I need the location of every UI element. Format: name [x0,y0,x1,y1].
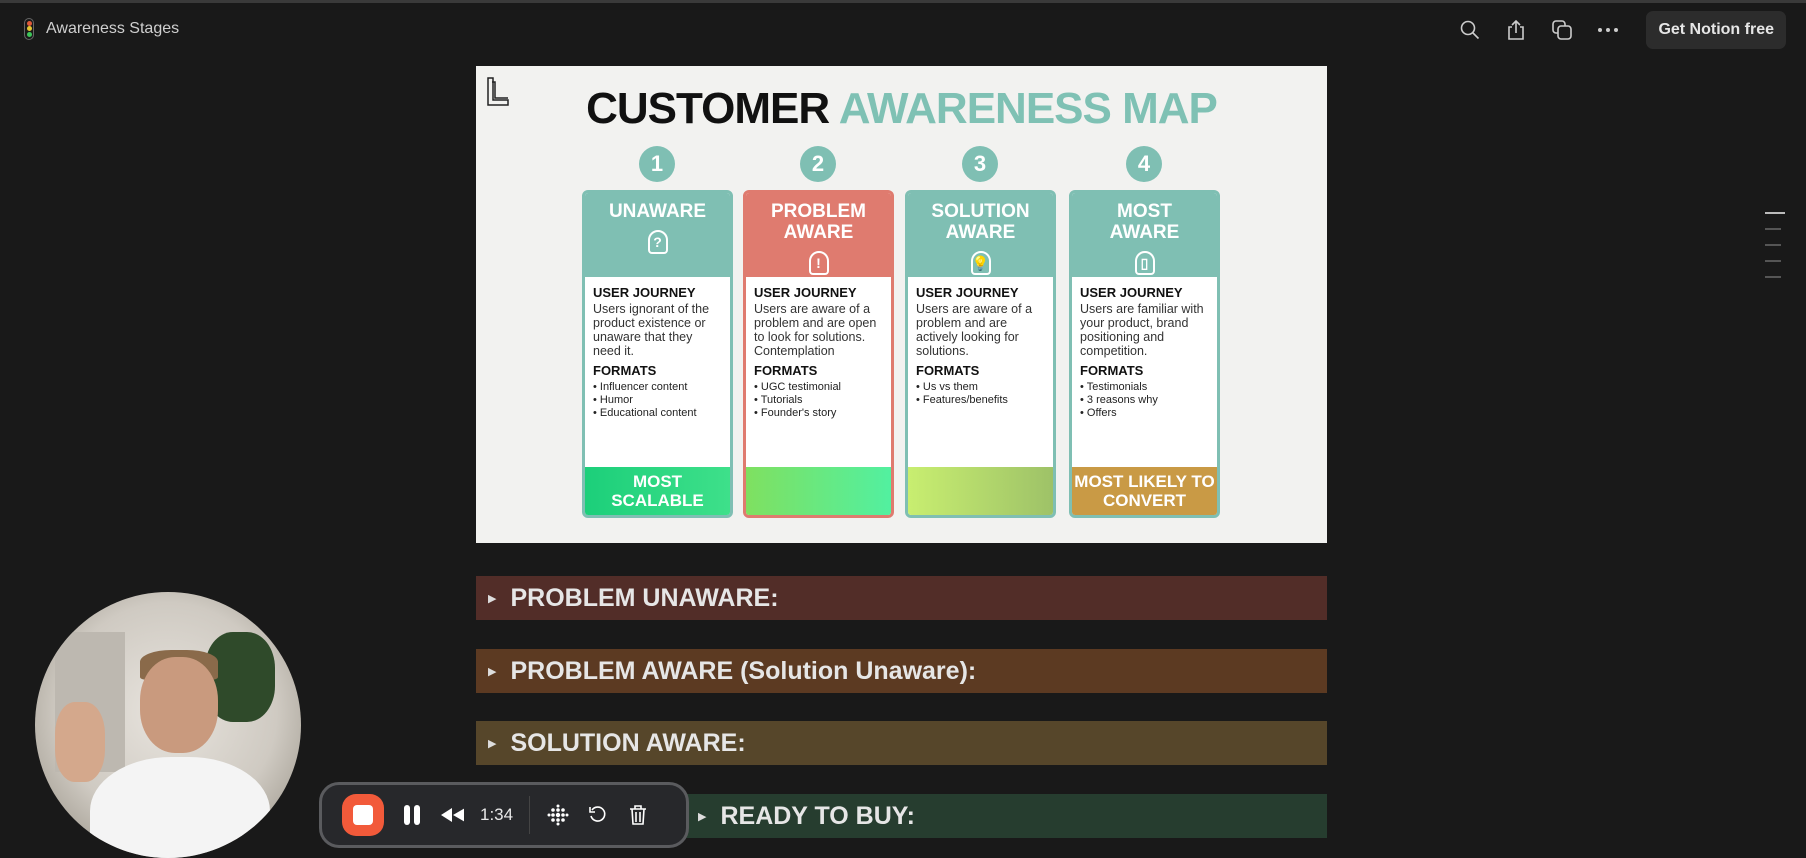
stage-header: UNAWARE ? [585,193,730,277]
top-bar: Awareness Stages Get Notion free [0,3,1806,55]
stage-footer: MOST SCALABLE [585,467,730,515]
stage-number: 1 [639,146,675,182]
stage-card: MOST AWARE ▯ USER JOURNEY Users are fami… [1069,190,1220,518]
trash-icon[interactable] [626,803,650,827]
stage-number: 3 [962,146,998,182]
stage-number: 2 [800,146,836,182]
journey-text: Users are aware of a problem and are ope… [754,302,877,358]
stage-icon: ! [808,251,829,275]
rewind-icon[interactable] [440,803,464,827]
toggle-triangle-icon[interactable]: ▶ [488,592,497,605]
get-notion-free-button[interactable]: Get Notion free [1646,11,1786,49]
journey-label: USER JOURNEY [593,285,696,300]
stage-footer: MOST LIKELY TO CONVERT [1072,467,1217,515]
format-item: Tutorials [754,394,884,407]
journey-text: Users are aware of a problem and are act… [916,302,1033,358]
webcam-overlay [35,592,301,858]
stage-number: 4 [1126,146,1162,182]
formats-label: FORMATS [754,363,818,378]
map-title: CUSTOMER AWARENESS MAP [476,84,1327,134]
toggle-block[interactable]: ▶ SOLUTION AWARE: [476,721,1327,765]
journey-label: USER JOURNEY [916,285,1019,300]
toggle-heading: READY TO BUY: [720,801,915,830]
stage-card: SOLUTION AWARE 💡 USER JOURNEY Users are … [905,190,1056,518]
stage-header: PROBLEM AWARE ! [746,193,891,277]
toggle-triangle-icon[interactable]: ▶ [488,737,497,750]
search-icon[interactable] [1458,18,1482,42]
share-icon[interactable] [1504,18,1528,42]
restart-icon[interactable] [586,803,610,827]
page-title: Awareness Stages [46,20,180,37]
stage-footer [908,467,1053,515]
divider [529,796,531,834]
stage-icon: ? [647,230,668,254]
duplicate-icon[interactable] [1550,18,1574,42]
journey-text: Users are familiar with your product, br… [1080,302,1204,358]
map-title-dark: CUSTOMER [586,84,830,133]
stage-icon: 💡 [970,251,991,275]
stage-card: UNAWARE ? USER JOURNEY Users ignorant of… [582,190,733,518]
map-title-accent: AWARENESS MAP [838,84,1218,133]
journey-label: USER JOURNEY [754,285,857,300]
toggle-triangle-icon[interactable]: ▶ [488,665,497,678]
recording-controls: 1:34 [319,782,689,848]
format-item: Founder's story [754,407,884,420]
toggle-block[interactable]: ▶ PROBLEM AWARE (Solution Unaware): [476,649,1327,693]
format-item: Us vs them [916,381,1046,394]
window-top-border [0,0,1806,3]
page-outline-nav[interactable] [1765,212,1785,278]
stage-title-line: PROBLEM [771,201,866,222]
stage-title-line: SOLUTION [931,201,1030,222]
format-item: 3 reasons why [1080,394,1210,407]
stage-title-line: AWARE [1109,222,1180,243]
journey-text: Users ignorant of the product existence … [593,302,710,358]
customer-awareness-map-image: CUSTOMER AWARENESS MAP 1 UNAWARE ? USER … [476,66,1327,543]
formats-label: FORMATS [1080,363,1144,378]
stage-title-line: UNAWARE [608,201,707,222]
recording-time: 1:34 [480,805,514,824]
stop-recording-button[interactable] [342,794,384,836]
stage-card: PROBLEM AWARE ! USER JOURNEY Users are a… [743,190,894,518]
pause-icon[interactable] [400,803,424,827]
formats-label: FORMATS [916,363,980,378]
stage-header: MOST AWARE ▯ [1072,193,1217,277]
format-item: Educational content [593,407,723,420]
toggle-heading: PROBLEM UNAWARE: [510,583,779,612]
stage-title-line: MOST [1117,201,1172,222]
stage-icon: ▯ [1134,251,1155,275]
format-item: UGC testimonial [754,381,884,394]
stage-header: SOLUTION AWARE 💡 [908,193,1053,277]
format-item: Testimonials [1080,381,1210,394]
format-item: Offers [1080,407,1210,420]
stage-footer [746,467,891,515]
toggle-block[interactable]: ▶ PROBLEM UNAWARE: [476,576,1327,620]
stage-title-line: AWARE [945,222,1016,243]
stage-title-line: AWARE [783,222,854,243]
more-icon[interactable] [1596,18,1620,42]
formats-label: FORMATS [593,363,657,378]
toggle-heading: SOLUTION AWARE: [510,728,746,757]
page-breadcrumb[interactable]: Awareness Stages [24,18,179,40]
toggle-heading: PROBLEM AWARE (Solution Unaware): [510,656,977,685]
brand-logo-icon [487,77,509,106]
traffic-light-icon [24,18,34,40]
journey-label: USER JOURNEY [1080,285,1183,300]
blur-grid-icon[interactable] [546,803,570,827]
toggle-triangle-icon[interactable]: ▶ [698,810,707,823]
format-item: Features/benefits [916,394,1046,407]
format-item: Influencer content [593,381,723,394]
format-item: Humor [593,394,723,407]
